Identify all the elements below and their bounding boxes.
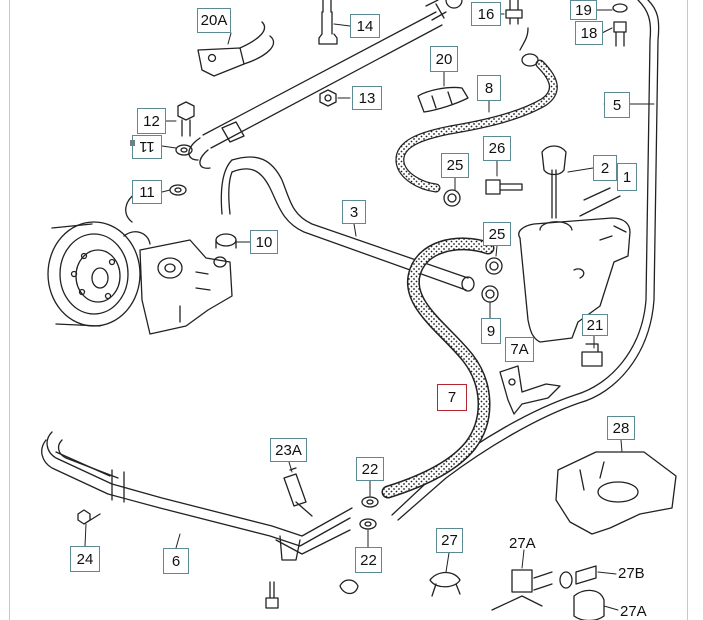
- bolt-18: [612, 3, 628, 47]
- callout-5[interactable]: 5: [604, 92, 630, 118]
- callout-6[interactable]: 6: [163, 548, 189, 574]
- hardline-5: [391, 0, 660, 521]
- callout-14[interactable]: 14: [350, 14, 380, 38]
- heat-shield-28: [555, 451, 677, 535]
- clamp-25-lower: [481, 257, 503, 303]
- reservoir: [518, 187, 631, 343]
- callout-21[interactable]: 21: [582, 314, 608, 336]
- callout-7-highlighted[interactable]: 7: [437, 384, 467, 411]
- callout-7A[interactable]: 7A: [505, 337, 534, 362]
- frame-line-right: [687, 0, 688, 620]
- cooler-pipe-6: [41, 431, 353, 561]
- pressure-line-upper: [188, 0, 463, 169]
- bolt-16: [505, 0, 523, 25]
- fitting-27A-upper: [491, 569, 553, 611]
- callout-25-upper[interactable]: 25: [441, 153, 469, 178]
- nut-13: [319, 89, 337, 107]
- callout-19[interactable]: 19: [570, 0, 597, 20]
- callout-20[interactable]: 20: [430, 46, 458, 72]
- callout-20A[interactable]: 20A: [197, 8, 231, 33]
- callout-8[interactable]: 8: [477, 75, 501, 101]
- callout-28[interactable]: 28: [607, 416, 635, 440]
- callout-2[interactable]: 2: [593, 155, 617, 181]
- bracket-7A: [499, 365, 561, 415]
- bolt-14: [318, 0, 338, 45]
- callout-12[interactable]: 12: [137, 108, 166, 134]
- clamp-27: [429, 571, 461, 597]
- callout-26[interactable]: 26: [483, 136, 511, 161]
- callout-3[interactable]: 3: [342, 200, 366, 224]
- callout-9[interactable]: 9: [481, 318, 501, 344]
- callout-22-upper[interactable]: 22: [356, 457, 384, 481]
- callout-1[interactable]: 1: [617, 163, 637, 191]
- callout-24[interactable]: 24: [70, 546, 100, 572]
- label-27A-lower[interactable]: 27A: [620, 603, 647, 620]
- callout-22-lower[interactable]: 22: [355, 547, 382, 573]
- callout-10[interactable]: 10: [250, 230, 278, 254]
- clamp-10: [215, 233, 237, 249]
- fitting-27B: [559, 565, 597, 589]
- label-27B[interactable]: 27B: [618, 565, 645, 582]
- return-pipe-3: [220, 156, 475, 292]
- union-23A: [283, 467, 313, 517]
- callout-11-lower[interactable]: 11: [132, 180, 162, 204]
- washer-11-upper: [175, 144, 193, 156]
- pump-pulley: [47, 221, 141, 327]
- hose-8: [395, 27, 558, 193]
- bolt-26: [485, 179, 523, 195]
- callout-16[interactable]: 16: [471, 2, 501, 26]
- cap-21: [581, 343, 603, 367]
- pump-body: [123, 191, 233, 335]
- bracket-20A: [197, 21, 275, 77]
- hose-7: [381, 237, 495, 499]
- bolt-24: [77, 509, 101, 525]
- banjo-bolt-12: [177, 101, 195, 137]
- dipstick-2: [541, 145, 567, 219]
- callout-11-upper[interactable]: 11: [132, 135, 162, 159]
- frame-line-left: [9, 0, 10, 620]
- washer-11-lower: [169, 184, 187, 196]
- callout-13[interactable]: 13: [352, 86, 382, 110]
- callout-23A[interactable]: 23A: [270, 438, 307, 462]
- fitting-27A-lower: [573, 589, 605, 620]
- callout-27[interactable]: 27: [436, 528, 463, 553]
- clamp-22-upper: [361, 496, 379, 508]
- clamp-25-upper: [443, 189, 461, 207]
- bolt-lower: [265, 579, 359, 609]
- callout-25-lower[interactable]: 25: [483, 222, 511, 246]
- label-27A-upper[interactable]: 27A: [509, 535, 536, 552]
- clamp-22-lower: [359, 518, 377, 530]
- callout-18[interactable]: 18: [575, 21, 603, 45]
- clip-20: [417, 86, 469, 113]
